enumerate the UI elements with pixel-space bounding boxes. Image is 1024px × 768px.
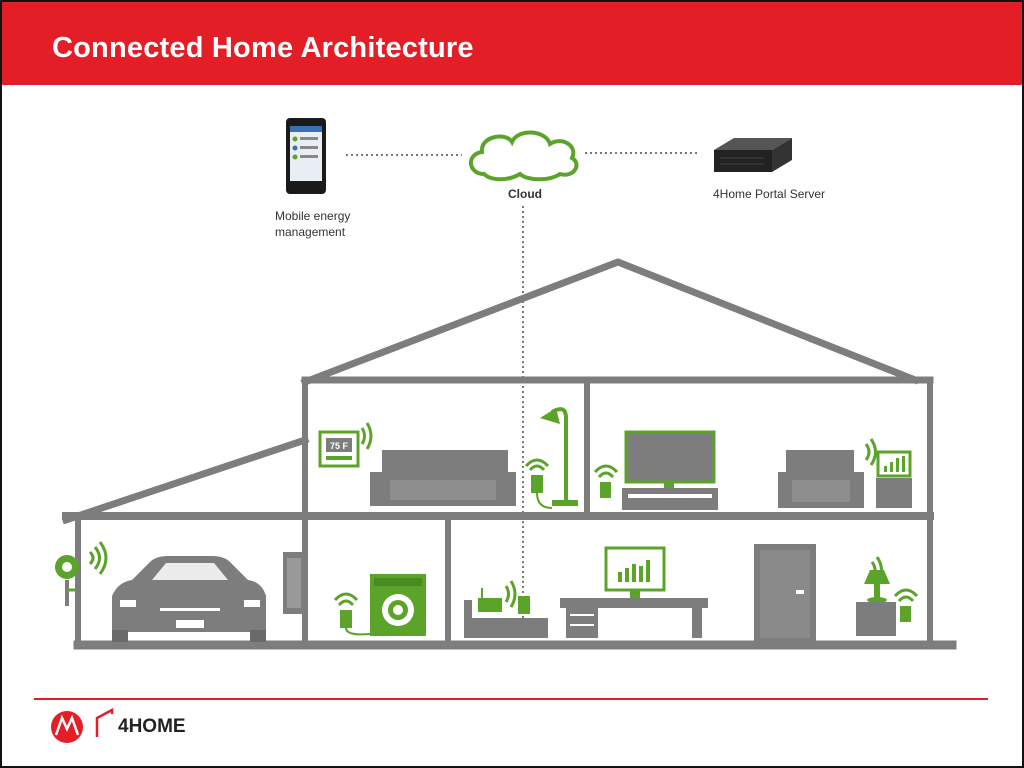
motorola-logo: [51, 711, 83, 743]
wireless-signal-icon: [893, 588, 919, 603]
wireless-signal-icon: [524, 458, 550, 472]
footer-divider: [34, 698, 988, 700]
mobile-label-line1: Mobile energy: [275, 209, 351, 223]
desk-icon: [560, 598, 708, 638]
thermostat-icon: 75 F: [318, 430, 360, 468]
monitor-chart-icon: [604, 546, 666, 598]
wireless-signal-icon: [333, 592, 359, 607]
mobile-label-line2: management: [275, 225, 346, 239]
cloud-label: Cloud: [508, 187, 542, 201]
wireless-signal-icon: [864, 438, 877, 466]
smart-plug-icon: [340, 610, 371, 636]
car-icon: [112, 556, 266, 642]
4home-logo-mark: [95, 707, 114, 737]
wireless-signal-icon: [593, 464, 619, 479]
electrical-panel-icon: [283, 552, 305, 614]
slide-title: Connected Home Architecture: [52, 32, 474, 64]
television-icon: [622, 430, 718, 510]
4home-brand-text: 4HOME: [118, 716, 186, 737]
server-label: 4Home Portal Server: [713, 187, 826, 201]
washing-machine-icon: [370, 574, 426, 636]
wireless-signal-icon: [504, 580, 517, 608]
smart-plug-icon: [518, 596, 530, 614]
door-icon: [754, 544, 816, 642]
armchair-icon: [778, 450, 864, 508]
cloud-icon: [469, 130, 579, 182]
energy-monitor-icon: [876, 450, 912, 508]
mobile-phone-icon: [286, 118, 326, 194]
portal-server-icon: [714, 138, 792, 172]
smart-plug-icon: [531, 475, 553, 509]
wireless-signal-icon: [360, 422, 373, 450]
router-icon: [478, 588, 502, 612]
mobile-label: Mobile energy management: [275, 208, 350, 240]
smart-plug-icon: [600, 482, 611, 498]
sofa-icon: [370, 450, 516, 506]
wireless-signal-icon: [870, 556, 883, 584]
table-lamp-icon: [856, 570, 896, 636]
smart-plug-icon: [900, 606, 911, 622]
thermostat-reading: 75 F: [330, 441, 349, 451]
floor-lamp-icon: [540, 407, 578, 506]
bed-icon: [464, 600, 548, 638]
title-bar: Connected Home Architecture: [2, 2, 1022, 85]
wireless-signal-icon: [88, 541, 108, 575]
ev-charger-icon: [55, 555, 79, 606]
